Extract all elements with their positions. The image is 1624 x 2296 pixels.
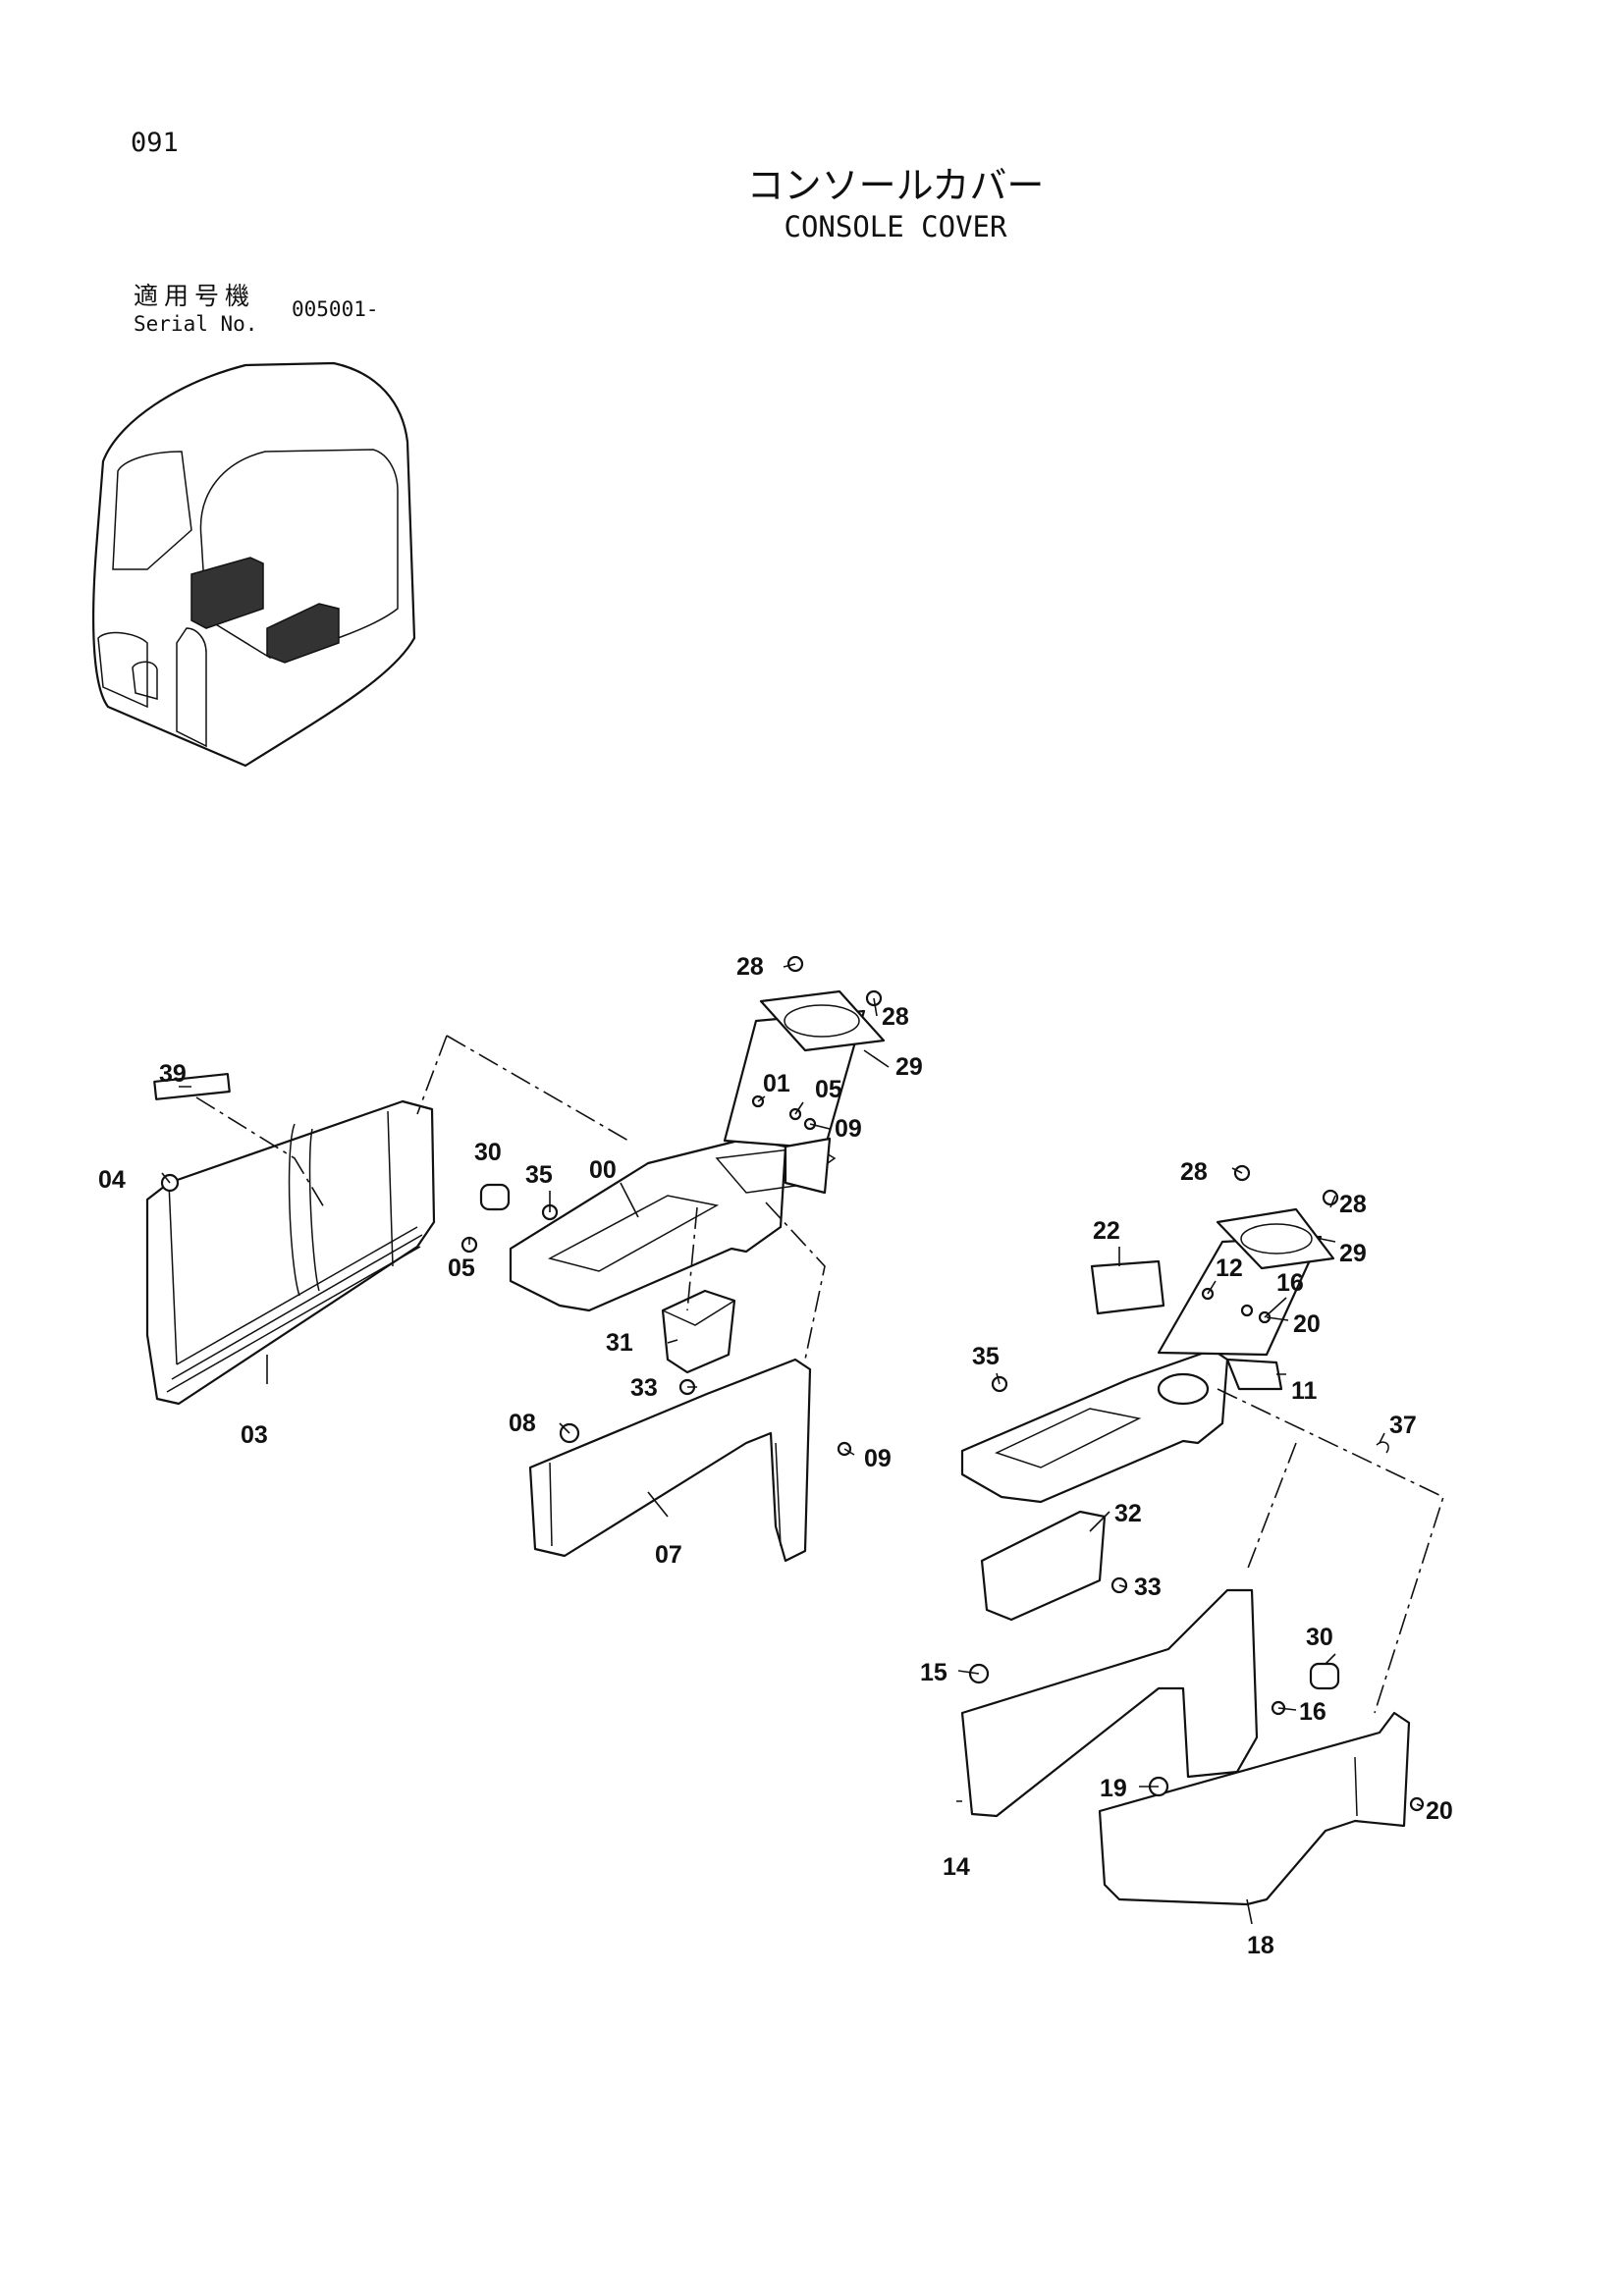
callout-28: 28 xyxy=(736,953,764,981)
serial-value: 005001- xyxy=(292,297,379,321)
callout-28: 28 xyxy=(1339,1191,1367,1218)
callout-37: 37 xyxy=(1389,1412,1417,1439)
serial-label-en: Serial No. xyxy=(134,312,258,336)
callout-09: 09 xyxy=(835,1115,862,1143)
callout-33: 33 xyxy=(630,1374,658,1402)
callout-04: 04 xyxy=(98,1166,126,1194)
callout-16: 16 xyxy=(1299,1698,1326,1726)
callout-28: 28 xyxy=(1180,1158,1208,1186)
callout-29: 29 xyxy=(1339,1240,1367,1267)
callout-31: 31 xyxy=(606,1329,633,1357)
callout-33: 33 xyxy=(1134,1574,1162,1601)
callout-20: 20 xyxy=(1426,1797,1453,1825)
callout-29: 29 xyxy=(895,1053,923,1081)
callout-16: 16 xyxy=(1276,1269,1304,1297)
callout-30: 30 xyxy=(474,1139,502,1166)
callout-08: 08 xyxy=(509,1410,536,1437)
callout-12: 12 xyxy=(1216,1255,1243,1282)
callout-05: 05 xyxy=(815,1076,842,1103)
callout-28: 28 xyxy=(882,1003,909,1031)
callout-09: 09 xyxy=(864,1445,892,1472)
callout-01: 01 xyxy=(763,1070,790,1097)
callout-30: 30 xyxy=(1306,1624,1333,1651)
callout-00: 00 xyxy=(589,1156,617,1184)
right-console-assembly xyxy=(960,1164,1444,1906)
callout-15: 15 xyxy=(920,1659,947,1686)
callout-05: 05 xyxy=(448,1255,475,1282)
callout-20: 20 xyxy=(1293,1310,1321,1338)
page-number: 091 xyxy=(131,128,179,158)
callout-19: 19 xyxy=(1100,1775,1127,1802)
cab-overview-icon xyxy=(92,361,416,768)
callout-11: 11 xyxy=(1291,1377,1318,1405)
callout-22: 22 xyxy=(1093,1217,1120,1245)
callout-39: 39 xyxy=(159,1060,187,1088)
callout-18: 18 xyxy=(1247,1932,1274,1959)
callout-14: 14 xyxy=(943,1853,970,1881)
callout-03: 03 xyxy=(241,1421,268,1449)
page-title-jp: コンソールカバー xyxy=(746,164,1045,207)
callout-35: 35 xyxy=(525,1161,553,1189)
serial-label-jp: 適用号機 xyxy=(134,282,256,310)
left-console-assembly xyxy=(145,955,886,1563)
callout-07: 07 xyxy=(655,1541,682,1569)
callout-35: 35 xyxy=(972,1343,1000,1370)
page-title-en: CONSOLE COVER xyxy=(784,210,1007,243)
callout-32: 32 xyxy=(1114,1500,1142,1527)
